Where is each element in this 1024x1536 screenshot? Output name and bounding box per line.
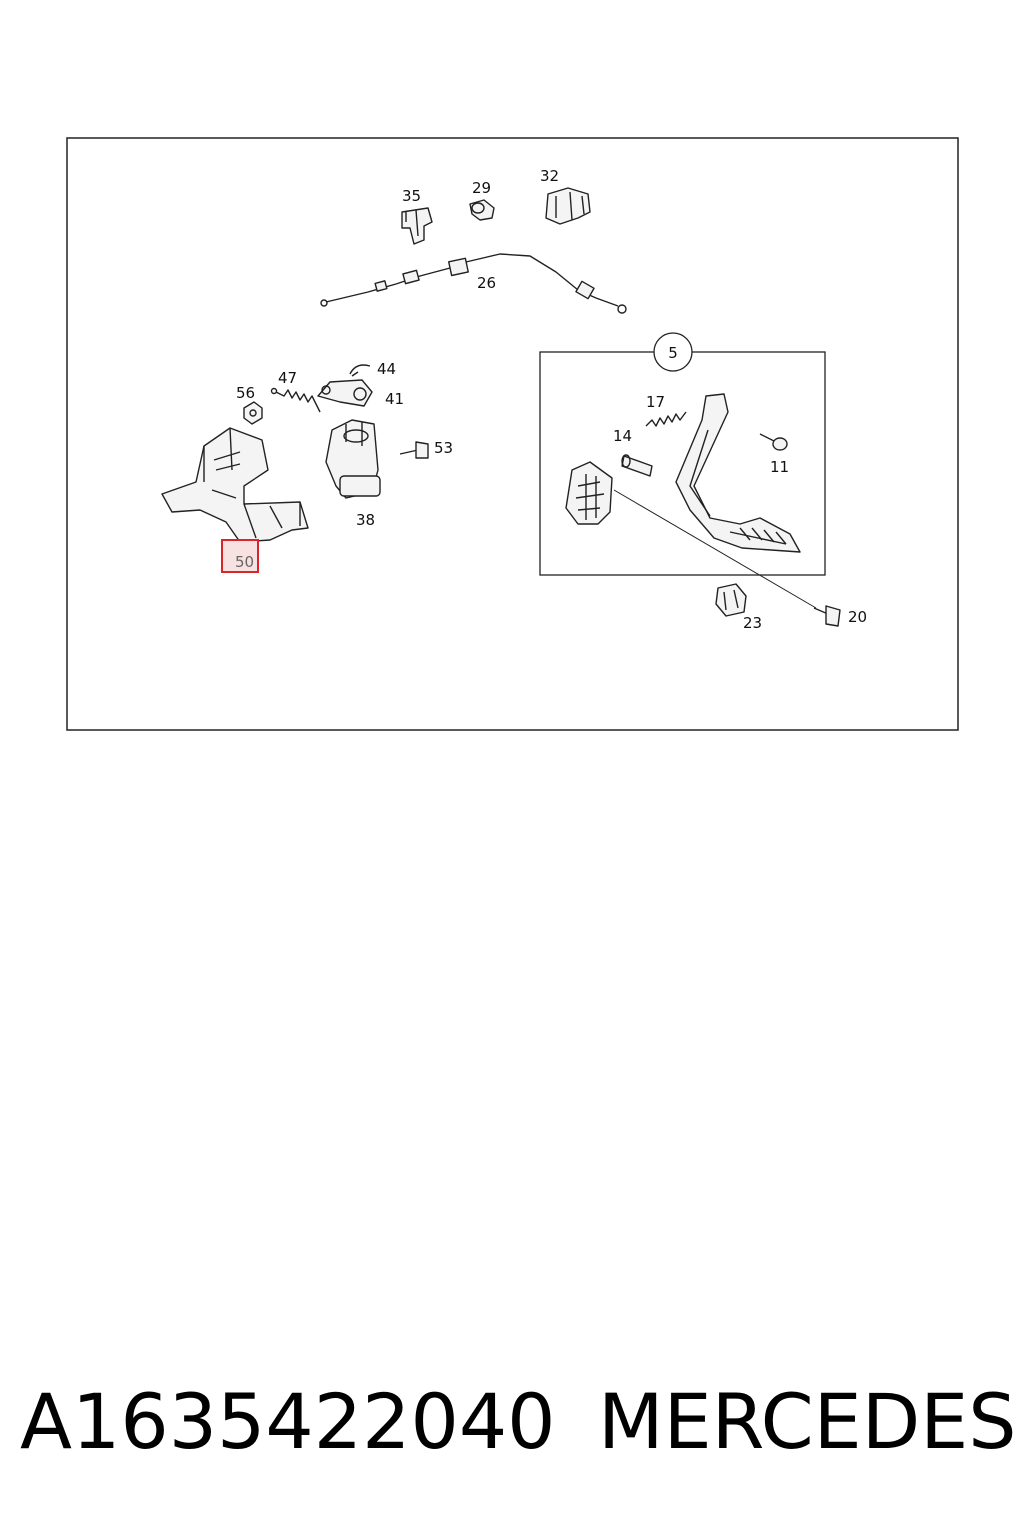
- callout-20: 20: [848, 608, 867, 626]
- part-56-nut: [243, 401, 263, 425]
- part-26-cable: [320, 253, 627, 314]
- callout-50: 50: [235, 553, 254, 571]
- highlight-box-50: [221, 539, 259, 573]
- callout-26: 26: [477, 274, 496, 292]
- callout-14: 14: [613, 427, 632, 445]
- part-20-screw: [813, 605, 841, 627]
- diagram-frame: [66, 137, 959, 731]
- part-50-bracket: [161, 427, 309, 543]
- part-11-pin: [759, 433, 788, 451]
- callout-56: 56: [236, 384, 255, 402]
- callout-23: 23: [743, 614, 762, 632]
- callout-44: 44: [377, 360, 396, 378]
- pedal-arm: [675, 393, 801, 553]
- part-53-bolt: [399, 441, 429, 459]
- pedal-mount-plate: [565, 461, 613, 525]
- callout-38: 38: [356, 511, 375, 529]
- part-29-grommet: [469, 199, 495, 221]
- part-number: A1635422040: [20, 1377, 556, 1466]
- part-47-spring: [270, 387, 321, 413]
- detail-circle: [653, 332, 693, 372]
- callout-29: 29: [472, 179, 491, 197]
- callout-11: 11: [770, 458, 789, 476]
- part-23-switch: [715, 583, 747, 617]
- callout-32: 32: [540, 167, 559, 185]
- brand-name: MERCEDES: [598, 1377, 1017, 1466]
- callout-41: 41: [385, 390, 404, 408]
- callout-35: 35: [402, 187, 421, 205]
- part-41-lever: [317, 379, 373, 407]
- callout-17: 17: [646, 393, 665, 411]
- part-14-bushing: [621, 454, 653, 477]
- part-38-actuator: [325, 419, 381, 499]
- callout-47: 47: [278, 369, 297, 387]
- callout-5: 5: [668, 344, 678, 362]
- part-35-clip: [401, 207, 433, 245]
- part-44-clip: [349, 364, 371, 377]
- callout-53: 53: [434, 439, 453, 457]
- part-32-holder: [545, 187, 591, 225]
- leader-line: [613, 489, 817, 609]
- parts-diagram: 5 11 14 17 20 23 26 29 32 35 38 41 44 47…: [66, 137, 959, 731]
- part-17-spring: [645, 411, 687, 427]
